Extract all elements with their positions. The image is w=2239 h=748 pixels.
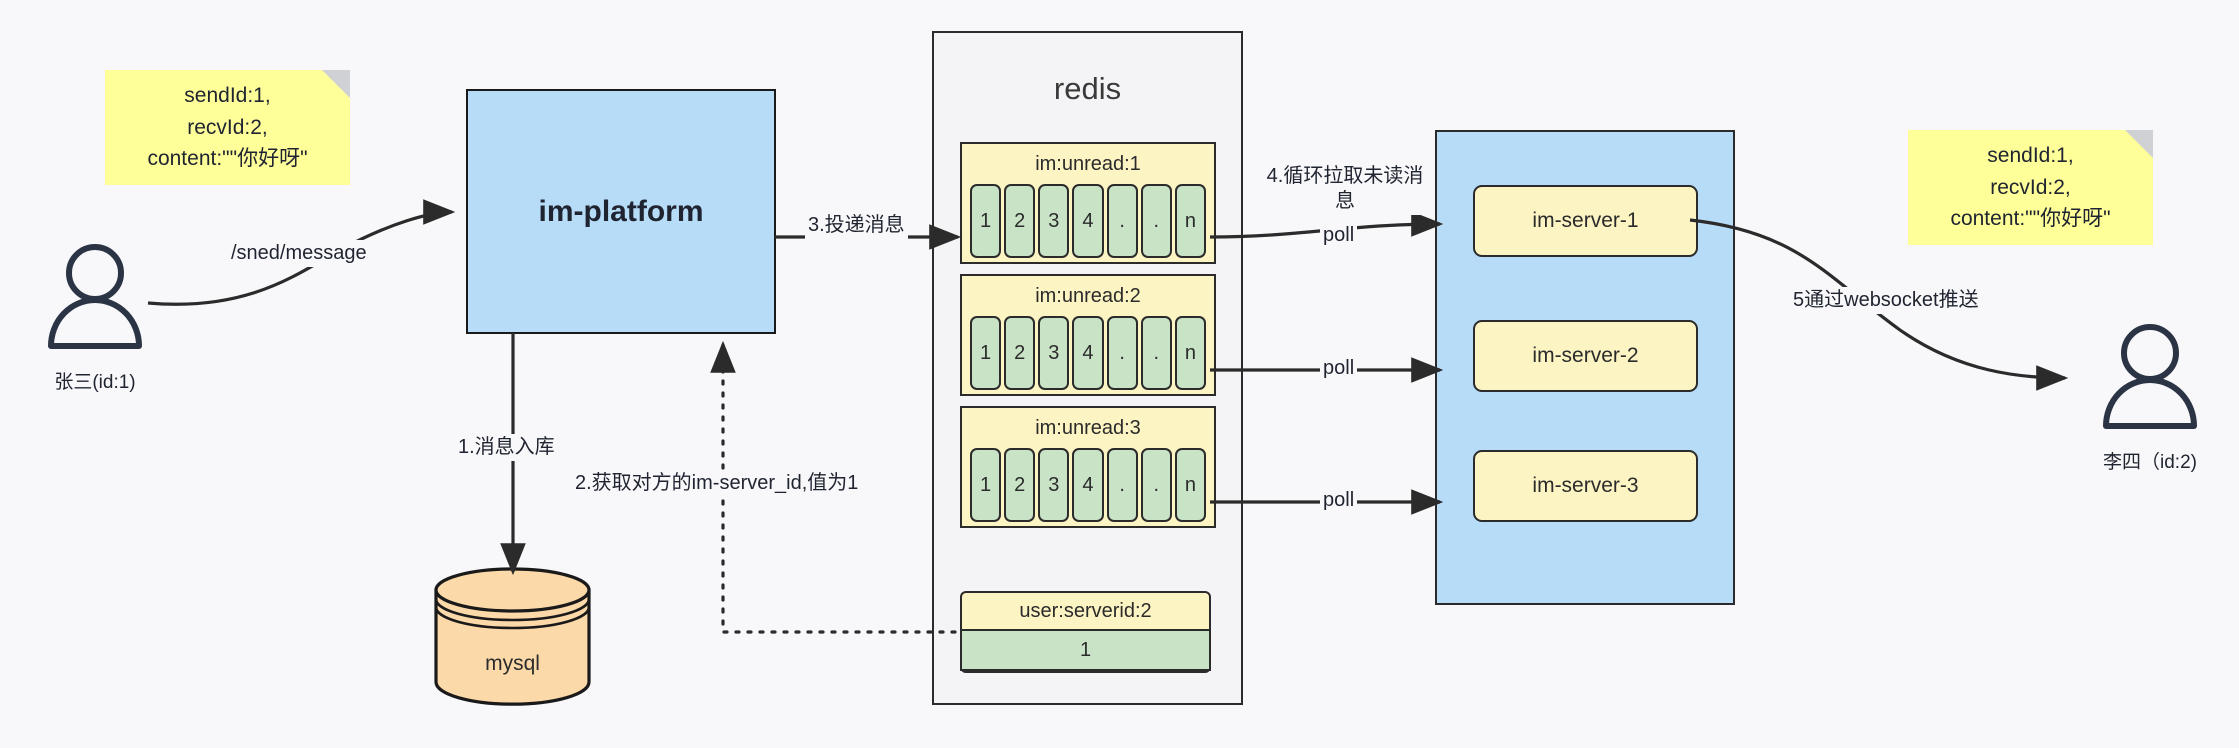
edge-label-poll-2: poll xyxy=(1320,355,1358,382)
redis-title: redis xyxy=(1053,71,1122,106)
list-cell[interactable]: . xyxy=(1106,316,1138,390)
redis-kv-key: user:serverid:2 xyxy=(1019,600,1152,622)
list-cell[interactable]: 3 xyxy=(1038,448,1070,522)
im-server-1-label: im-server-1 xyxy=(1532,209,1639,232)
redis-list-1-cells: 1 2 3 4 . . n xyxy=(970,184,1206,258)
redis-kv-user-serverid[interactable]: user:serverid:2 1 xyxy=(960,591,1211,673)
redis-list-3-key: im:unread:3 xyxy=(1035,417,1141,439)
edge-label-poll-3: poll xyxy=(1320,487,1358,514)
note-fold-icon xyxy=(322,70,350,98)
edge-label-send-message: /sned/message xyxy=(228,240,370,267)
list-cell[interactable]: n xyxy=(1174,184,1206,258)
mysql-database[interactable]: mysql xyxy=(430,566,595,706)
edge-label-step5: 5通过websocket推送 xyxy=(1790,287,1982,314)
list-cell[interactable]: 2 xyxy=(1004,448,1036,522)
note-left-text: sendId:1, recvId:2, content:""你好呀" xyxy=(147,84,308,171)
list-cell[interactable]: 4 xyxy=(1072,184,1104,258)
im-server-2-label: im-server-2 xyxy=(1532,344,1639,367)
redis-list-im-unread-1[interactable]: im:unread:1 1 2 3 4 . . n xyxy=(960,142,1216,264)
edge-label-step4: 4.循环拉取未读消 息 xyxy=(1258,163,1432,215)
database-cylinder-icon xyxy=(434,567,591,706)
edge-label-step2: 2.获取对方的im-server_id,值为1 xyxy=(572,470,862,497)
list-cell[interactable]: . xyxy=(1140,448,1172,522)
redis-kv-value[interactable]: 1 xyxy=(960,629,1211,671)
list-cell[interactable]: 1 xyxy=(970,316,1002,390)
redis-list-im-unread-2[interactable]: im:unread:2 1 2 3 4 . . n xyxy=(960,274,1216,396)
list-cell[interactable]: 1 xyxy=(970,184,1002,258)
message-payload-note-right: sendId:1, recvId:2, content:""你好呀" xyxy=(1908,130,2153,245)
edge-label-step1: 1.消息入库 xyxy=(455,434,558,461)
user-icon xyxy=(2103,324,2197,429)
redis-list-3-cells: 1 2 3 4 . . n xyxy=(970,448,1206,522)
list-cell[interactable]: 3 xyxy=(1038,316,1070,390)
redis-list-im-unread-3[interactable]: im:unread:3 1 2 3 4 . . n xyxy=(960,406,1216,528)
list-cell[interactable]: 4 xyxy=(1072,316,1104,390)
list-cell[interactable]: n xyxy=(1174,316,1206,390)
edge-label-step3: 3.投递消息 xyxy=(805,212,908,239)
list-cell[interactable]: . xyxy=(1140,316,1172,390)
redis-list-1-key: im:unread:1 xyxy=(1035,153,1141,175)
list-cell[interactable]: n xyxy=(1174,448,1206,522)
im-server-3-box[interactable]: im-server-3 xyxy=(1473,450,1698,522)
mysql-label: mysql xyxy=(485,652,540,675)
note-right-text: sendId:1, recvId:2, content:""你好呀" xyxy=(1950,144,2111,231)
im-server-3-label: im-server-3 xyxy=(1532,474,1639,497)
im-server-1-box[interactable]: im-server-1 xyxy=(1473,185,1698,257)
user-icon xyxy=(48,244,142,349)
list-cell[interactable]: 4 xyxy=(1072,448,1104,522)
im-platform-label: im-platform xyxy=(538,194,704,228)
actor-receiver: 李四（id:2) xyxy=(2085,320,2215,474)
edge-label-poll-1: poll xyxy=(1320,222,1358,249)
actor-sender-label: 张三(id:1) xyxy=(54,372,136,393)
actor-sender: 张三(id:1) xyxy=(30,240,160,394)
list-cell[interactable]: . xyxy=(1106,184,1138,258)
message-payload-note-left: sendId:1, recvId:2, content:""你好呀" xyxy=(105,70,350,185)
redis-list-2-key: im:unread:2 xyxy=(1035,285,1141,307)
actor-receiver-label: 李四（id:2) xyxy=(2103,452,2197,473)
im-platform-box[interactable]: im-platform xyxy=(466,89,776,334)
list-cell[interactable]: . xyxy=(1140,184,1172,258)
note-fold-icon xyxy=(2125,130,2153,158)
list-cell[interactable]: 1 xyxy=(970,448,1002,522)
im-server-2-box[interactable]: im-server-2 xyxy=(1473,320,1698,392)
list-cell[interactable]: 2 xyxy=(1004,316,1036,390)
redis-list-2-cells: 1 2 3 4 . . n xyxy=(970,316,1206,390)
list-cell[interactable]: 3 xyxy=(1038,184,1070,258)
list-cell[interactable]: . xyxy=(1106,448,1138,522)
list-cell[interactable]: 2 xyxy=(1004,184,1036,258)
